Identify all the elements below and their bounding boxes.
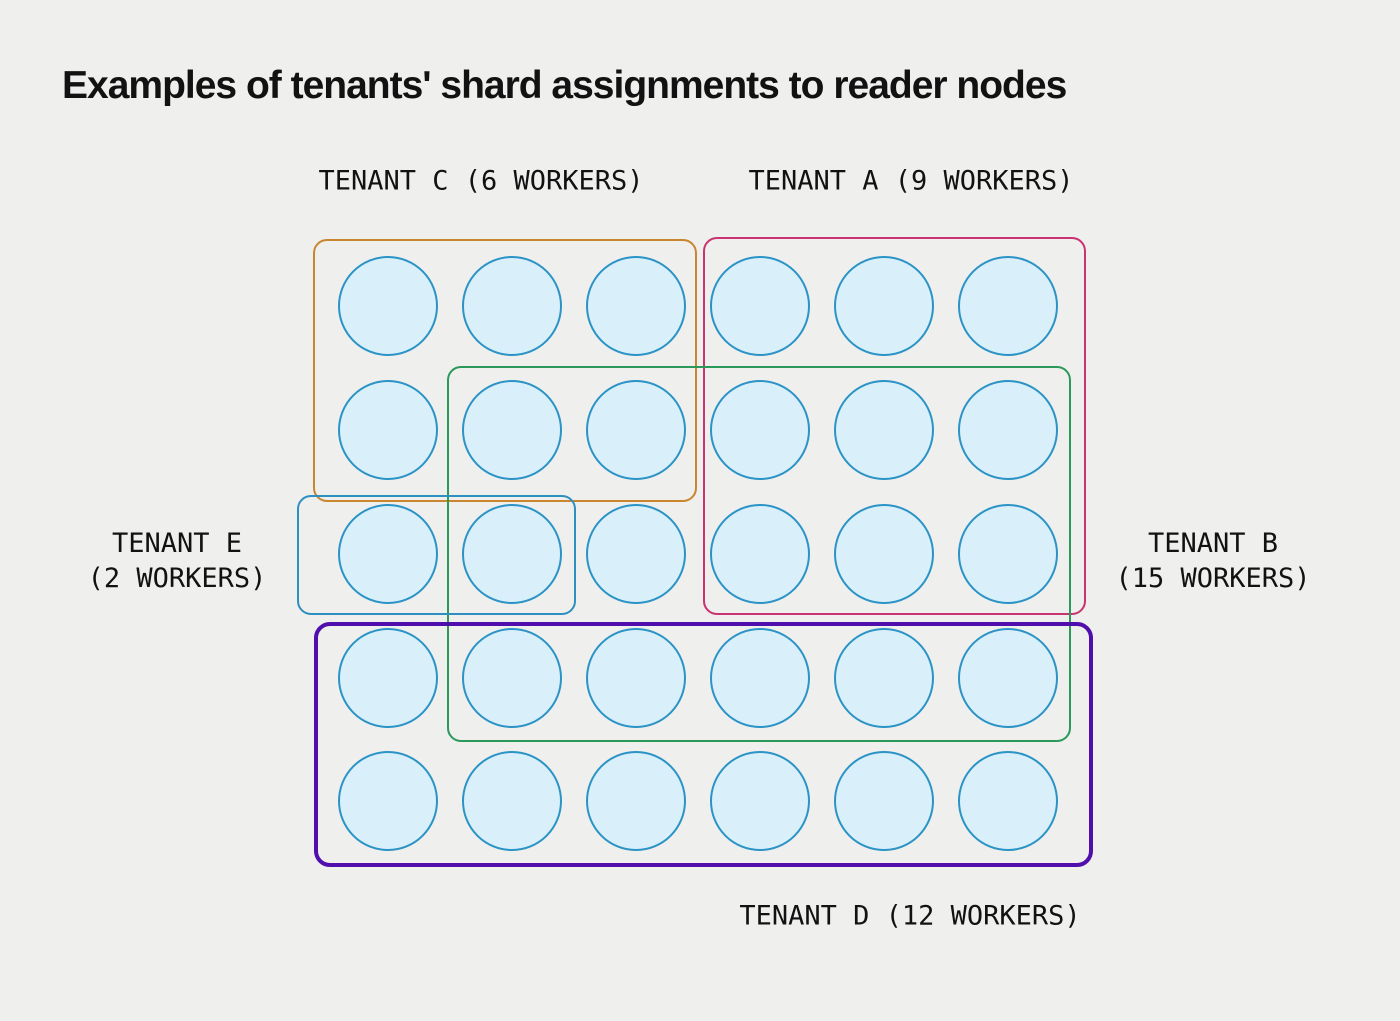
reader-node-r1c6 [958,256,1058,356]
tenant-box-e [297,495,576,615]
tenant-label-line: TENANT C (6 WORKERS) [318,165,644,197]
reader-node-r2c2 [462,380,562,480]
reader-node-r4c3 [586,628,686,728]
reader-node-r5c3 [586,751,686,851]
reader-node-r3c6 [958,504,1058,604]
reader-node-r3c1 [338,504,438,604]
tenant-label-line: (2 WORKERS) [87,563,267,594]
tenant-box-d [314,622,1093,867]
tenant-label-line: TENANT E [111,528,243,559]
reader-node-r3c5 [834,504,934,604]
tenant-label-line: TENANT B [1147,528,1279,559]
reader-node-r5c5 [834,751,934,851]
reader-node-r2c4 [710,380,810,480]
page-title: Examples of tenants' shard assignments t… [62,64,1067,107]
tenant-label-c: TENANT C (6 WORKERS) [318,164,643,199]
reader-node-r1c2 [462,256,562,356]
tenant-box-a [703,237,1086,615]
tenant-label-line: TENANT D (12 WORKERS) [739,900,1081,932]
reader-node-r3c4 [710,504,810,604]
reader-node-r4c5 [834,628,934,728]
tenant-label-a: TENANT A (9 WORKERS) [748,164,1073,199]
tenant-label-line: (15 WORKERS) [1115,563,1311,594]
tenant-label-d: TENANT D (12 WORKERS) [739,899,1080,934]
reader-node-r1c5 [834,256,934,356]
reader-node-r4c2 [462,628,562,728]
tenant-label-e: TENANT E (2 WORKERS) [88,526,267,596]
reader-node-r2c3 [586,380,686,480]
tenant-label-b: TENANT B (15 WORKERS) [1115,526,1310,596]
reader-node-r4c4 [710,628,810,728]
reader-node-r2c6 [958,380,1058,480]
reader-node-r5c4 [710,751,810,851]
tenant-box-b [447,366,1071,742]
reader-node-r4c6 [958,628,1058,728]
reader-node-r2c1 [338,380,438,480]
reader-node-r5c6 [958,751,1058,851]
reader-node-r1c3 [586,256,686,356]
reader-node-r3c3 [586,504,686,604]
reader-node-r3c2 [462,504,562,604]
reader-node-r1c1 [338,256,438,356]
reader-node-r1c4 [710,256,810,356]
reader-node-r2c5 [834,380,934,480]
reader-node-r4c1 [338,628,438,728]
tenant-label-line: TENANT A (9 WORKERS) [748,165,1074,197]
reader-node-r5c1 [338,751,438,851]
tenant-box-c [313,239,697,502]
reader-node-r5c2 [462,751,562,851]
